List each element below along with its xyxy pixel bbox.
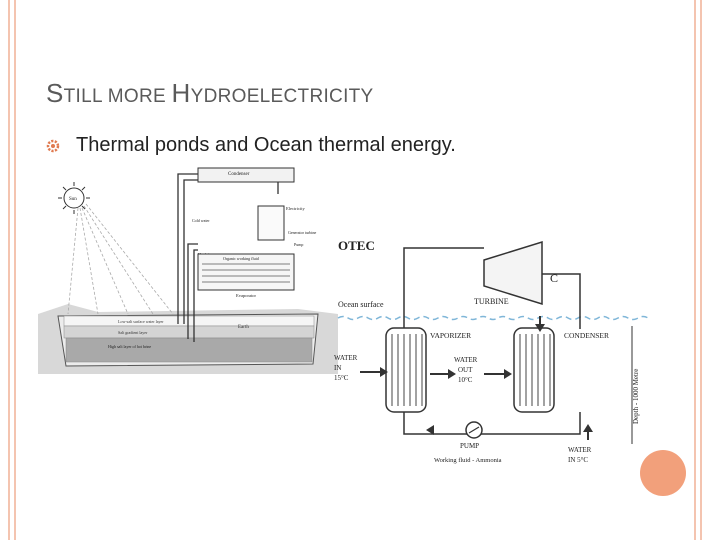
slide-frame-left-inner [14, 0, 16, 540]
gear-bullet-icon [46, 139, 60, 152]
water-out-arrow-head-icon [448, 369, 456, 379]
turbine-label: TURBINE [474, 297, 509, 306]
water-out-right-arrow-head-icon [504, 369, 512, 379]
sun-rays [67, 203, 174, 315]
cold-water-label-1: WATER [568, 446, 592, 454]
evaporator-coils [202, 263, 290, 283]
turbine-shape [483, 240, 543, 306]
title-part-2: YDROELECTRICITY [190, 86, 374, 107]
upper-layer [63, 315, 315, 327]
pond-turbine-box [257, 205, 285, 241]
depth-label: Depth - 1000 Metre [632, 369, 640, 424]
slide-frame-right-inner [700, 0, 702, 540]
pond-working-fluid-label: Organic working fluid [223, 256, 259, 261]
condenser-feed-arrow-head-icon [535, 324, 545, 332]
condenser-label: CONDENSER [564, 331, 609, 340]
slide-frame-left [8, 0, 10, 540]
sun-label: Sun [69, 197, 77, 202]
vaporizer-unit [385, 327, 427, 413]
title-cap-2: H [171, 78, 191, 108]
otec-diagram: OTEC Ocean surface TURBINE C VAPORIZER C… [334, 238, 649, 464]
condenser-unit [513, 327, 555, 413]
ocean-surface-line [337, 315, 649, 321]
generator-label: C [550, 271, 558, 285]
otec-title: OTEC [338, 238, 375, 253]
pond-electricity-label: Electricity [286, 206, 305, 211]
cold-water-label-2: IN 5°C [568, 456, 588, 464]
slide-title: STILL MORE HYDROELECTRICITY [46, 78, 374, 109]
pond-condenser-box [197, 167, 295, 183]
water-in-label-1: WATER [334, 354, 358, 362]
sun-icon [58, 182, 90, 214]
water-in-label-3: 15°C [334, 374, 349, 382]
water-out-label-2: OUT [458, 366, 473, 374]
title-part-1: TILL MORE [63, 86, 172, 107]
gradient-layer-label: Salt gradient layer [118, 330, 148, 335]
gradient-layer [63, 325, 315, 339]
solar-pond-diagram: Low-salt surface water layer Salt gradie… [38, 167, 338, 374]
cold-water-arrow-head-icon [583, 424, 593, 432]
title-cap-1: S [46, 78, 64, 108]
pond-pump-label: Pump [294, 242, 303, 247]
earth-label: Earth [238, 325, 249, 330]
pond-cold-water-label: Cold water [192, 218, 210, 223]
bullet-item: Thermal ponds and Ocean thermal energy. [46, 134, 456, 157]
pond-generator-label: Generator turbine [288, 230, 317, 235]
storage-layer-label: High salt layer of hot brine [108, 344, 151, 349]
decorative-orange-circle [640, 450, 686, 496]
slide-frame-right [694, 0, 696, 540]
storage-layer [65, 337, 313, 363]
pump-label: PUMP [460, 442, 479, 450]
bullet-text: Thermal ponds and Ocean thermal energy. [76, 134, 456, 156]
pond-condenser-label: Condenser [228, 172, 250, 177]
water-out-label-3: 10°C [458, 376, 473, 384]
pump-blade-icon [468, 426, 480, 434]
ocean-surface-label: Ocean surface [338, 300, 384, 309]
upper-layer-label: Low-salt surface water layer [118, 319, 164, 324]
flow-arrow-left-icon [426, 425, 434, 435]
vaporizer-label: VAPORIZER [430, 331, 471, 340]
pond-evaporator-label: Evaporator [236, 293, 256, 298]
water-in-label-2: IN [334, 364, 341, 372]
pond-evaporator-box [197, 253, 295, 291]
water-in-arrow-head-icon [380, 367, 388, 377]
working-fluid-label: Working fluid - Ammonia [434, 457, 502, 464]
water-out-label-1: WATER [454, 356, 478, 364]
otec-loop [403, 247, 581, 435]
